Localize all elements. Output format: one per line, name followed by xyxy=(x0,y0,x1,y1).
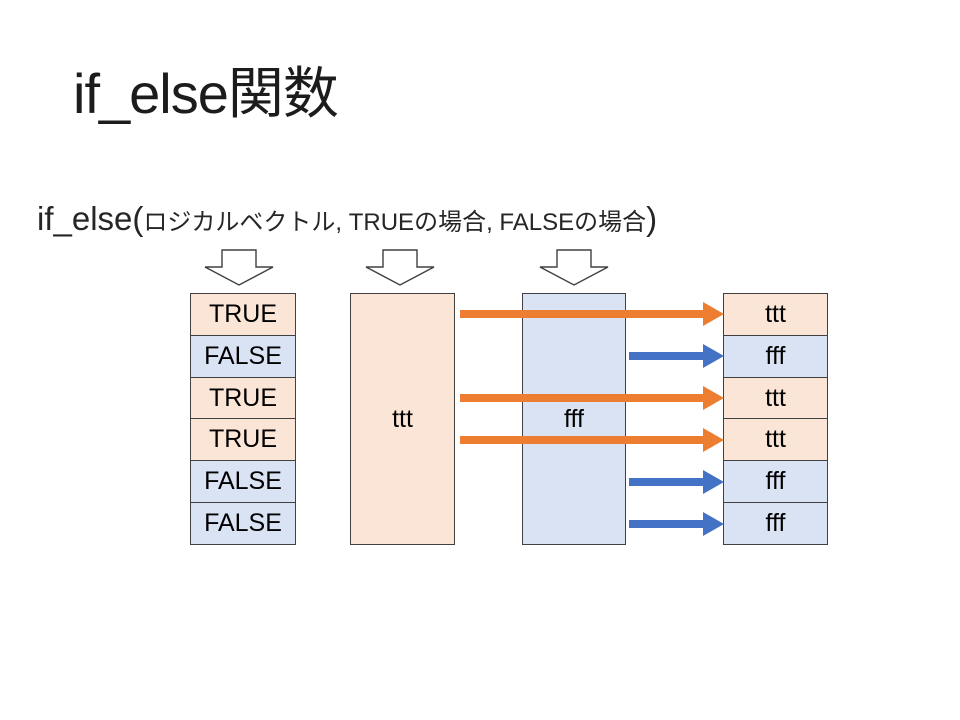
true-value-block: ttt xyxy=(350,293,455,545)
signature-fn-open: if_else( xyxy=(37,200,144,237)
signature-arg-logical: ロジカルベクトル xyxy=(143,209,336,236)
logical-cell: FALSE xyxy=(191,503,295,544)
false-arrow-icon xyxy=(629,470,724,494)
logical-cell: TRUE xyxy=(191,377,295,420)
false-block-label: fff xyxy=(564,404,584,433)
down-arrow-icon xyxy=(204,249,274,286)
false-value-block: fff xyxy=(522,293,626,545)
logical-cell: FALSE xyxy=(191,335,295,378)
signature-comma: , xyxy=(486,209,500,236)
false-arrow-icon xyxy=(629,344,724,368)
signature-comma: , xyxy=(335,209,349,236)
result-cell: fff xyxy=(724,335,827,378)
logical-cell: TRUE xyxy=(191,294,295,336)
logical-cell: TRUE xyxy=(191,419,295,462)
result-cell: ttt xyxy=(724,419,827,462)
function-signature: if_else(ロジカルベクトル, TRUEの場合, FALSEの場合) xyxy=(37,200,657,238)
false-arrow-icon xyxy=(629,512,724,536)
result-cell: ttt xyxy=(724,377,827,420)
logical-cell: FALSE xyxy=(191,461,295,504)
signature-arg-true: TRUEの場合 xyxy=(348,209,487,236)
result-cell: ttt xyxy=(724,294,827,336)
signature-arg-false: FALSEの場合 xyxy=(499,209,647,236)
result-cell: fff xyxy=(724,503,827,544)
result-cell: fff xyxy=(724,461,827,504)
down-arrow-icon xyxy=(365,249,435,286)
true-block-label: ttt xyxy=(392,404,413,433)
down-arrow-icon xyxy=(539,249,609,286)
page-title: if_else関数 xyxy=(73,62,339,125)
signature-fn-close: ) xyxy=(646,200,658,237)
